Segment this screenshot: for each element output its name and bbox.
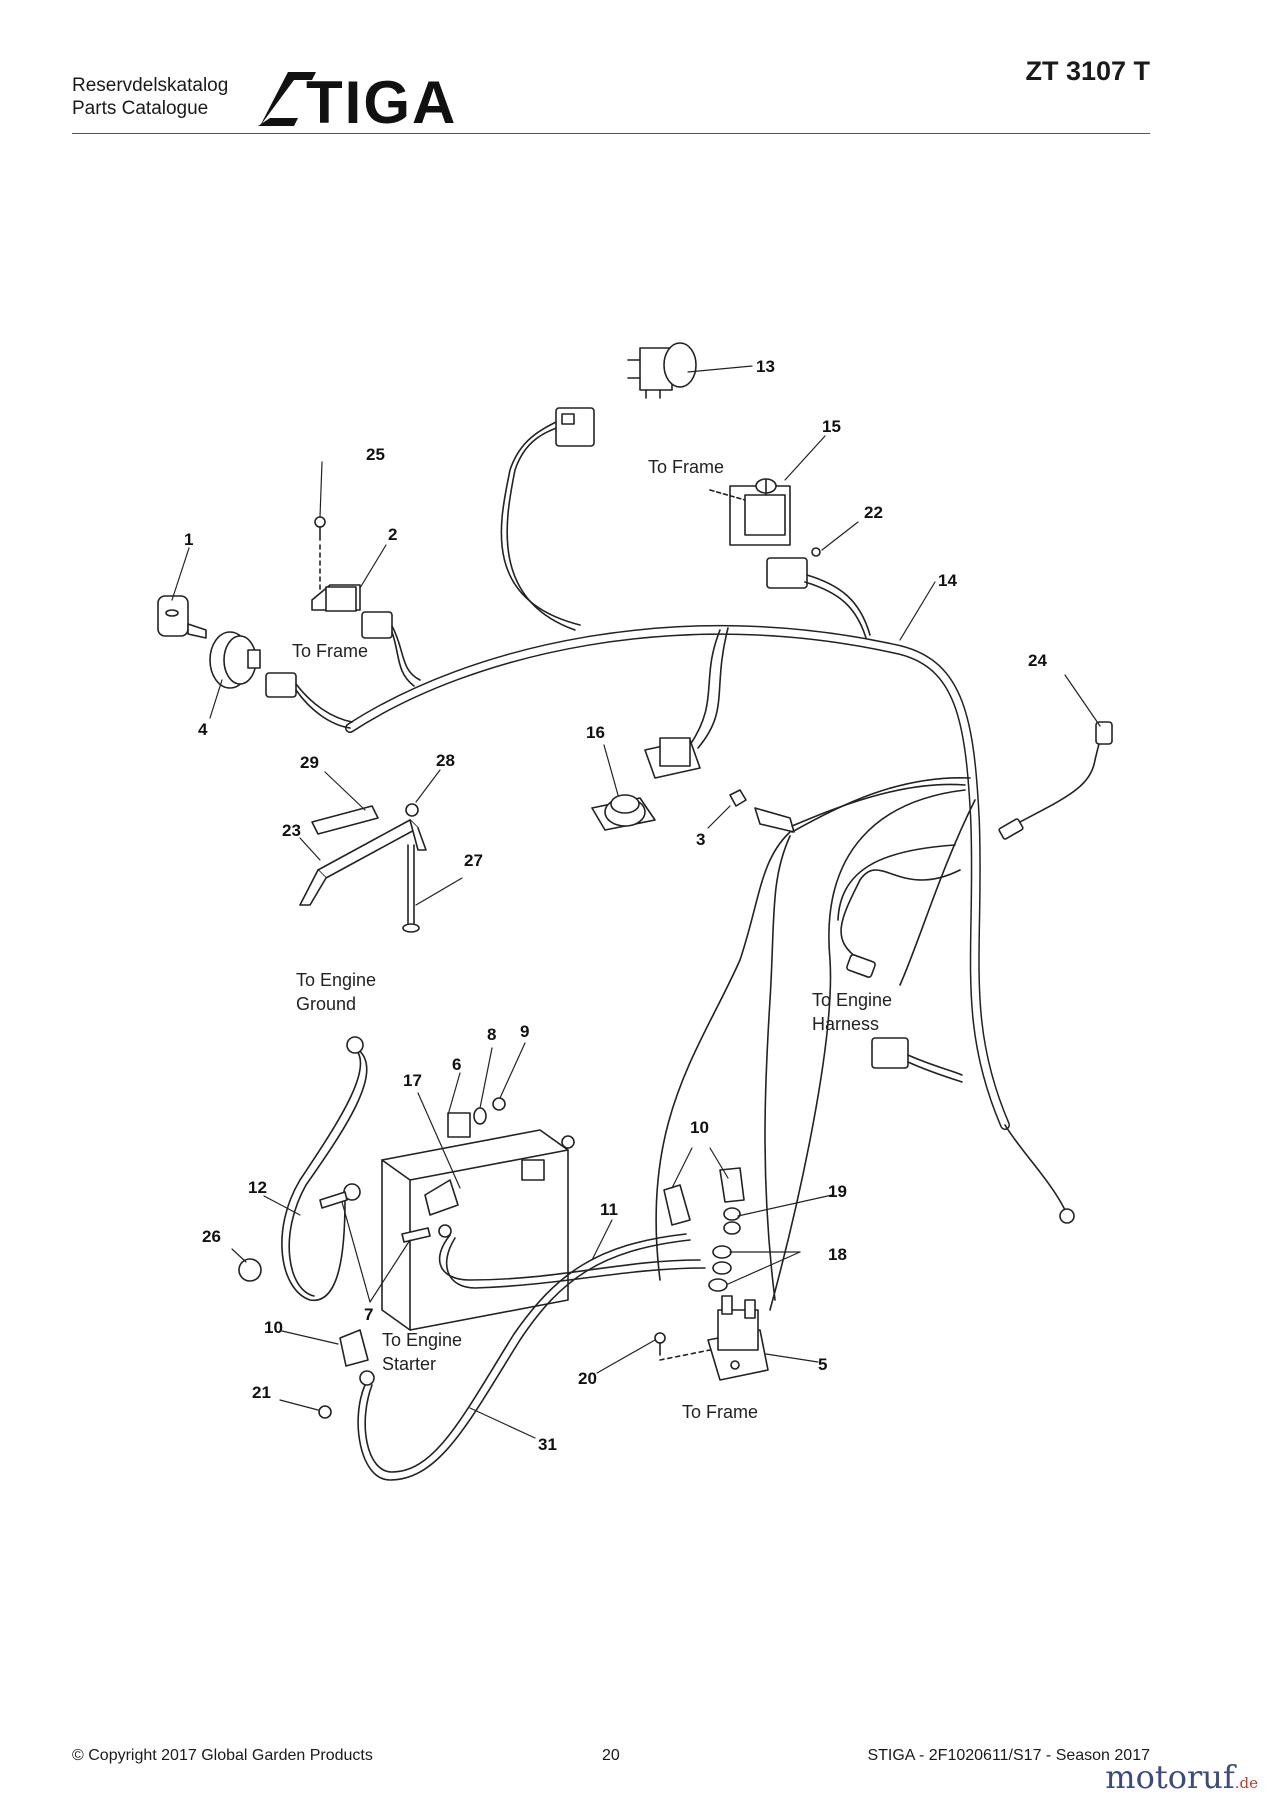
callout-21: 21 [252,1383,271,1402]
note-engine-starter-2: Starter [382,1354,436,1374]
part-29-strip [311,805,379,835]
callout-18: 18 [828,1245,847,1264]
part-4-ignition [209,631,261,689]
header-divider [72,133,1150,134]
footer-page-number: 20 [602,1747,620,1764]
part-15-bracket-switch [709,478,791,546]
stiga-logo: TIGA [258,69,457,128]
footer-copyright: © Copyright 2017 Global Garden Products [72,1747,373,1764]
watermark-suffix: .de [1234,1774,1258,1792]
catalog-title-english: Parts Catalogue [72,98,209,119]
callout-1: 1 [184,530,193,549]
callout-17: 17 [403,1071,422,1090]
callout-10-top: 10 [690,1118,709,1137]
callout-25: 25 [366,445,385,464]
part-13-switch [627,342,697,399]
catalog-title-swedish: Reservdelskatalog [72,75,229,96]
harness-plug-top [555,407,595,447]
note-engine-ground-1: To Engine [296,970,376,990]
part-20-screw [654,1332,711,1361]
part-28-nut [405,803,419,817]
callout-28: 28 [436,751,455,770]
catalog-title: Reservdelskatalog Parts Catalogue [72,74,228,120]
footer-doc-ref: STIGA - 2F1020611/S17 - Season 2017 [867,1747,1150,1764]
note-engine-harness-1: To Engine [812,990,892,1010]
callout-24: 24 [1028,651,1047,670]
part-1-key [157,595,207,639]
part-16-buzzer [591,794,656,831]
note-to-frame-left: To Frame [292,641,368,661]
callout-26: 26 [202,1227,221,1246]
part-24-lead [998,721,1113,840]
callout-31: 31 [538,1435,557,1454]
part-12-ground-cable [281,1036,368,1301]
note-to-frame-bottom: To Frame [682,1402,758,1422]
note-engine-harness-2: Harness [812,1014,879,1034]
model-number: ZT 3107 T [1025,56,1150,86]
part-22-screw [811,547,821,557]
note-engine-starter-1: To Engine [382,1330,462,1350]
callout-14: 14 [938,571,957,590]
part-5-solenoid [707,1295,769,1381]
callout-8: 8 [487,1025,496,1044]
part-9-nut [492,1097,506,1111]
callout-9: 9 [520,1022,529,1041]
part-3-connector [655,777,971,1301]
callout-3: 3 [696,830,705,849]
callout-7: 7 [364,1305,373,1324]
engine-harness-connector [871,1037,963,1083]
part-2-relay [311,584,421,687]
callout-4: 4 [198,720,208,739]
part-7-bolts [319,1191,431,1243]
callout-15: 15 [822,417,841,436]
callout-5: 5 [818,1355,827,1374]
part-10-boots [339,1167,745,1367]
part-16-connector [644,737,701,779]
callout-27: 27 [464,851,483,870]
note-to-frame-top: To Frame [648,457,724,477]
part-17-battery [381,1112,569,1331]
callout-6: 6 [452,1055,461,1074]
callout-10-left: 10 [264,1318,283,1337]
part-25-screw [314,516,326,591]
part-27-bolt [402,844,420,933]
part-23-bracket [299,819,427,906]
watermark-name: motoruf [1105,1758,1235,1796]
part-8-washer [473,1107,487,1125]
callout-11: 11 [600,1200,618,1219]
callout-16: 16 [586,723,605,742]
part-21-nut [318,1405,332,1419]
callout-29: 29 [300,753,319,772]
callout-22: 22 [864,503,883,522]
part-31-cable [357,1233,691,1481]
callout-23: 23 [282,821,301,840]
callout-20: 20 [578,1369,597,1388]
svg-text:TIGA: TIGA [306,69,457,128]
watermark: motoruf.de [1105,1758,1258,1796]
callout-2: 2 [388,525,397,544]
callout-19: 19 [828,1182,847,1201]
callout-13: 13 [756,357,775,376]
note-engine-ground-2: Ground [296,994,356,1014]
callout-12: 12 [248,1178,267,1197]
part-26-clip [238,1258,262,1282]
